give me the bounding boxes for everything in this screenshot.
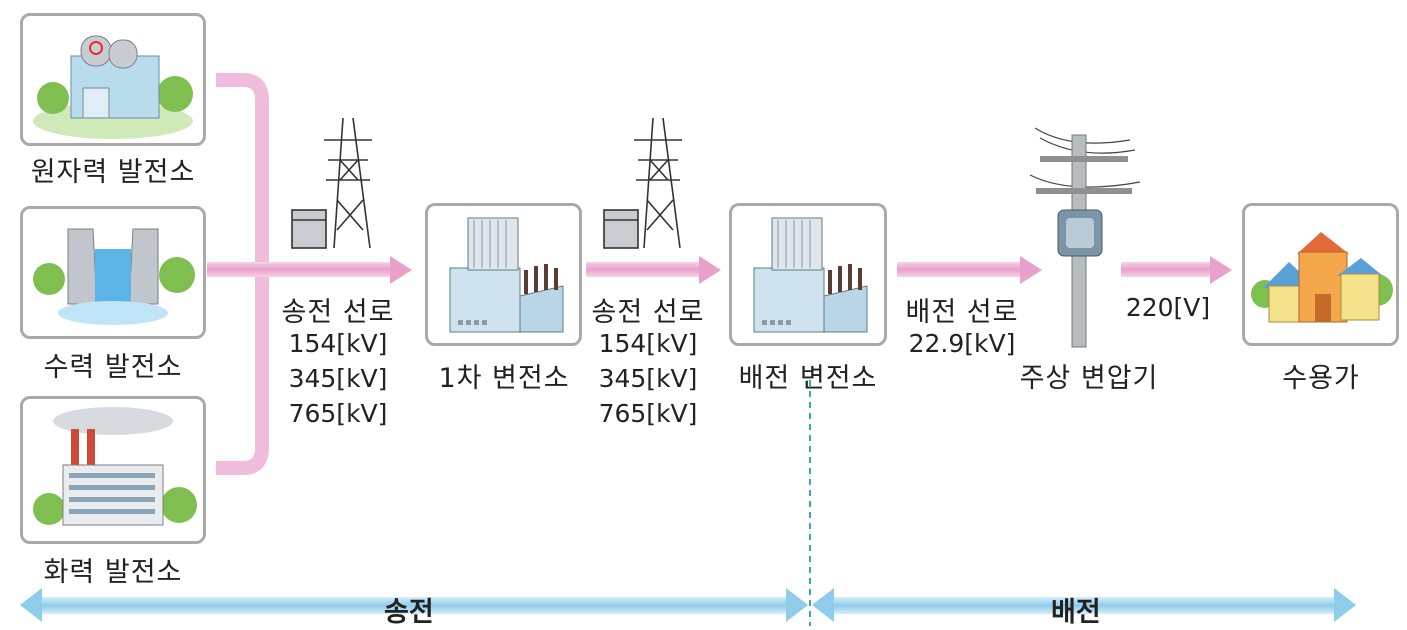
nuclear-plant-label: 원자력 발전소 [30,157,196,188]
hydro-plant-label: 수력 발전소 [43,352,183,383]
nuclear-plant-icon [33,35,193,139]
transmission-section-label: 송전 [384,597,434,628]
distribution-section-label: 배전 [1051,597,1101,628]
transmission-line-2-voltage-2: 345[kV] [598,364,698,393]
consumer-box [1242,203,1399,346]
flow-arrow-3 [897,256,1042,284]
nuclear-plant-box [20,13,206,146]
transmission-line-2-label: 송전 선로 [591,297,705,328]
transmission-line-2-voltage-1: 154[kV] [598,329,698,358]
distribution-substation-label: 배전 변전소 [738,363,878,394]
transmission-line-1-voltage-2: 345[kV] [288,364,388,393]
transmission-line-2-voltage-3: 765[kV] [598,399,698,428]
hydro-plant-box [20,206,206,339]
distribution-line-label: 배전 선로 [905,297,1019,328]
substation-icon-2 [753,217,868,333]
flow-arrow-4 [1121,256,1232,284]
primary-substation-label: 1차 변전소 [438,363,570,394]
thermal-plant-icon [33,407,197,526]
hydro-plant-icon [33,228,195,325]
flow-arrow-2 [586,256,721,284]
transmission-range-arrow [20,588,808,622]
distribution-substation-box [729,203,887,346]
thermal-plant-box [20,396,206,544]
house-icon [1251,232,1393,323]
flow-arrow-1 [207,256,412,284]
transmission-line-1-label: 송전 선로 [281,297,395,328]
distribution-range-arrow [812,588,1356,622]
consumer-label: 수용가 [1282,363,1360,394]
thermal-plant-label: 화력 발전소 [43,557,183,588]
transmission-line-1-voltage-1: 154[kV] [288,329,388,358]
distribution-line-voltage: 22.9[kV] [908,329,1016,358]
primary-substation-box [425,203,582,346]
transmission-line-1-voltage-3: 765[kV] [288,399,388,428]
pole-transformer-label: 주상 변압기 [1019,363,1159,394]
substation-icon-1 [449,217,564,333]
consumer-voltage: 220[V] [1125,293,1211,322]
